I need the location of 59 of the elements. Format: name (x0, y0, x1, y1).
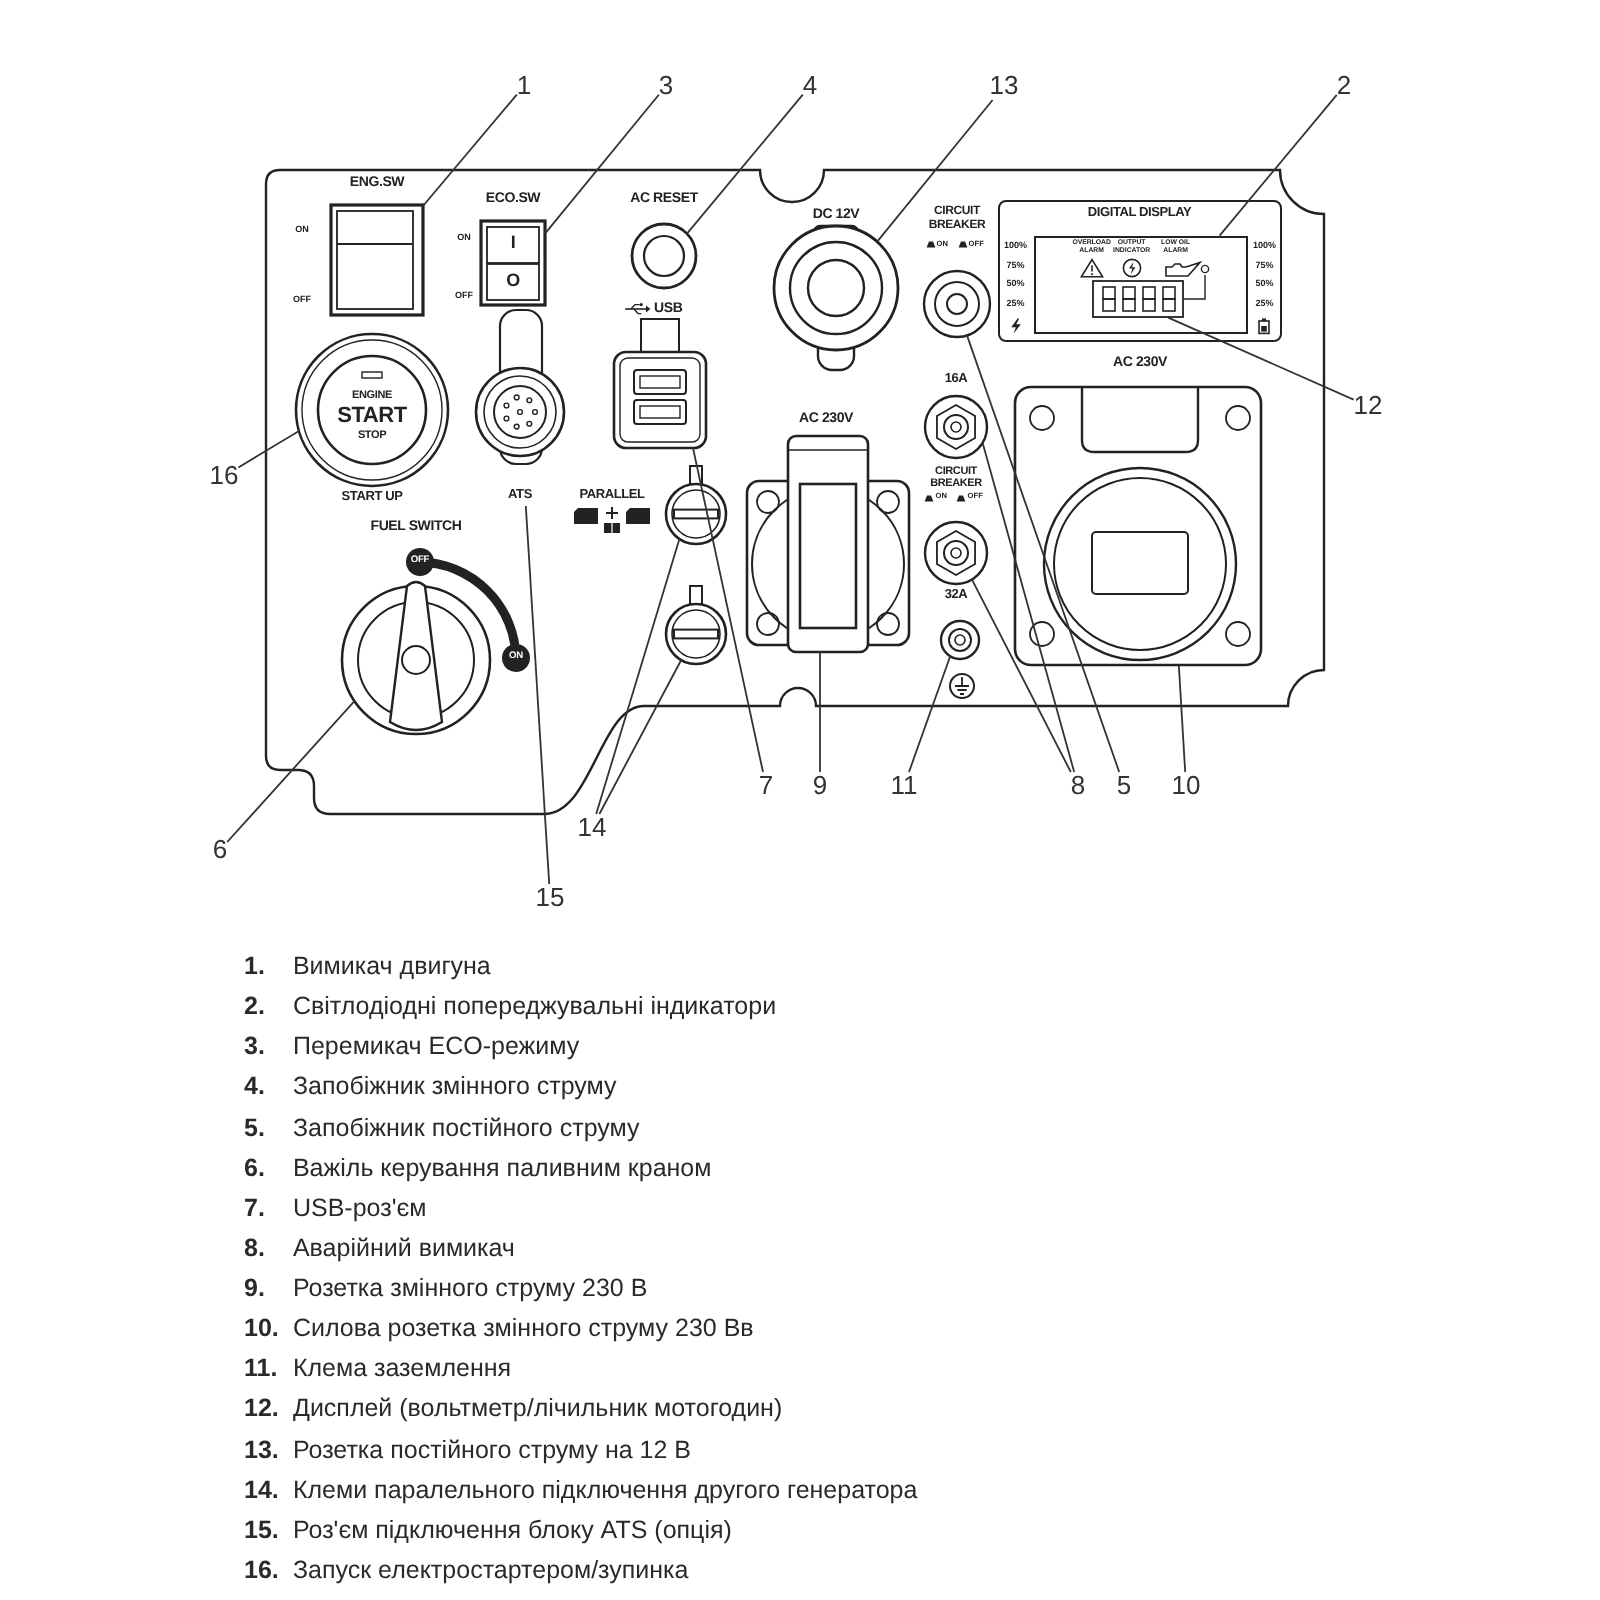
list-item: 11. Клема заземлення (244, 1354, 512, 1383)
lcd-screen (1033, 235, 1248, 334)
callout-number: 14 (577, 814, 607, 842)
list-item: 3. Перемикач ECO-режиму (244, 1032, 580, 1061)
parallel-terminal (662, 464, 730, 548)
leader-line (598, 659, 683, 815)
leader-line (966, 334, 1121, 773)
leader-line (686, 93, 804, 235)
leader-line (876, 99, 994, 243)
list-item: 7. USB-роз'єм (244, 1193, 427, 1222)
leader-line (819, 651, 821, 773)
leader-line (1218, 93, 1338, 237)
leader-line (971, 578, 1072, 773)
display-panel (998, 200, 1282, 342)
callout-number: 13 (989, 72, 1019, 100)
list-item: 2. Світлодіодні попереджувальні індикатори (244, 992, 777, 1021)
digit-readout (1091, 279, 1184, 318)
callout-number: 1 (516, 72, 532, 100)
callout-number: 16 (209, 462, 239, 490)
callout-number: 6 (212, 836, 228, 864)
callout-number: 8 (1070, 772, 1086, 800)
list-item: 8. Аварійний вимикач (244, 1233, 515, 1262)
leader-line (544, 93, 660, 235)
list-item: 10. Силова розетка змінного струму 230 Вв (244, 1314, 754, 1343)
callout-number: 2 (1336, 72, 1352, 100)
leader-line (1177, 664, 1187, 773)
callout-number: 5 (1116, 772, 1132, 800)
list-item: 15. Роз'єм підключення блоку ATS (опція) (244, 1515, 732, 1544)
leader-line (981, 441, 1076, 773)
switch-symbol: O (506, 270, 520, 290)
leader-line (524, 505, 551, 885)
list-item: 1. Вимикач двигуна (244, 952, 491, 980)
leader-line (1167, 316, 1355, 401)
switch-symbol: I (510, 232, 516, 252)
list-item: 5. Запобіжник постійного струму (244, 1113, 640, 1142)
list-item: 9. Розетка змінного струму 230 В (244, 1274, 648, 1303)
callout-number: 7 (758, 772, 774, 800)
leader-line (595, 538, 681, 815)
leader-line (692, 447, 764, 773)
callout-number: 15 (535, 884, 565, 912)
list-item: 6. Важіль керування паливним краном (244, 1153, 712, 1182)
list-item: 4. Запобіжник змінного струму (244, 1072, 617, 1101)
list-item: 14. Клеми паралельного підключення другого генератора (244, 1475, 918, 1504)
callout-number: 11 (890, 772, 918, 800)
parallel-terminal (662, 584, 730, 668)
leader-line (908, 655, 952, 773)
callout-number: 4 (802, 72, 818, 100)
callout-number: 9 (812, 772, 828, 800)
button-label: START (337, 403, 407, 427)
leader-line (237, 430, 300, 469)
leader-line (422, 93, 518, 207)
callout-number: 12 (1353, 392, 1383, 420)
callout-number: 10 (1171, 772, 1201, 800)
list-item: 12. Дисплей (вольтметр/лічильник мотогодин) (244, 1394, 783, 1423)
callout-number: 3 (658, 72, 674, 100)
leader-line (226, 700, 356, 843)
list-item: 13. Розетка постійного струму на 12 В (244, 1435, 692, 1464)
ground-terminal (938, 618, 982, 662)
list-item: 16. Запуск електростартером/зупинка (244, 1555, 689, 1584)
